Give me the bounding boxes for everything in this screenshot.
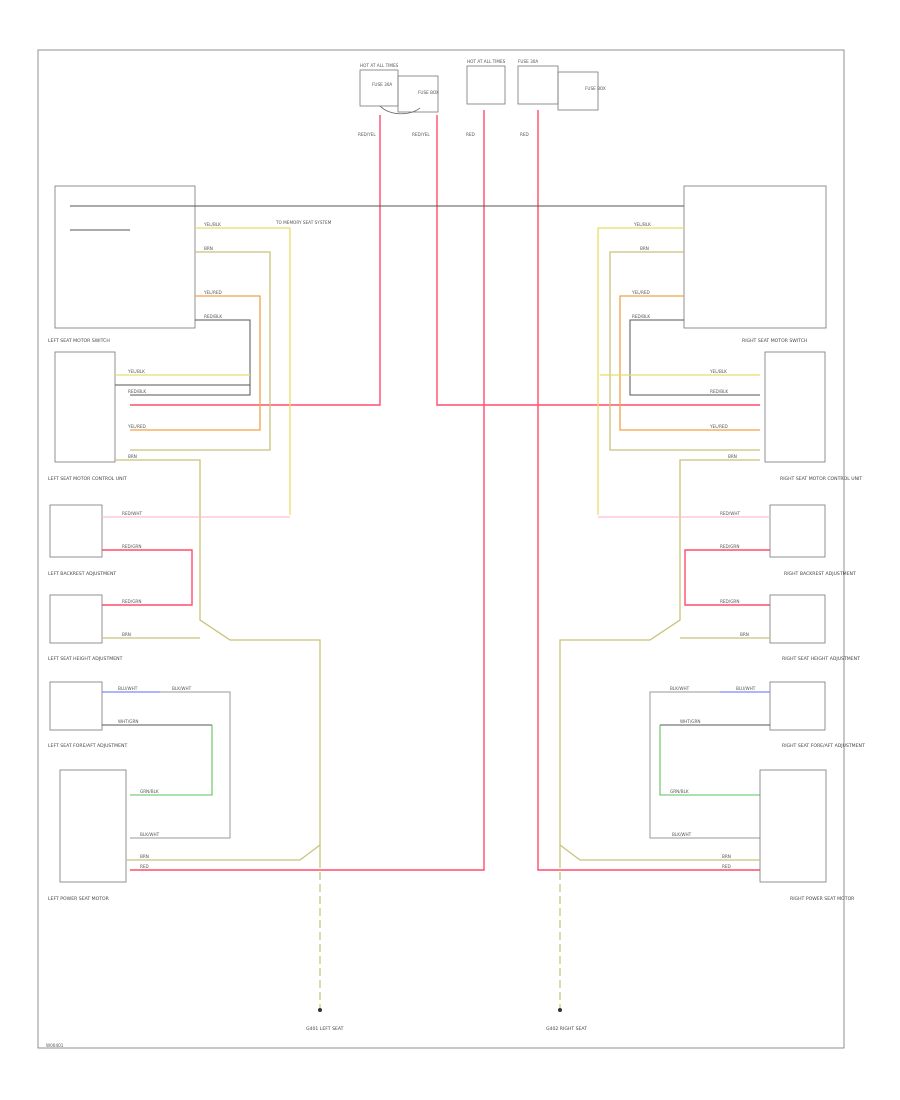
svg-text:RIGHT SEAT FORE/AFT ADJUSTMENT: RIGHT SEAT FORE/AFT ADJUSTMENT bbox=[782, 743, 865, 749]
svg-text:TO MEMORY SEAT SYSTEM: TO MEMORY SEAT SYSTEM bbox=[275, 220, 332, 225]
svg-text:YEL/RED: YEL/RED bbox=[127, 424, 146, 429]
svg-text:LEFT SEAT HEIGHT ADJUSTMENT: LEFT SEAT HEIGHT ADJUSTMENT bbox=[48, 656, 123, 662]
svg-text:RIGHT SEAT MOTOR CONTROL UNIT: RIGHT SEAT MOTOR CONTROL UNIT bbox=[780, 476, 862, 482]
svg-text:FUSE 30A: FUSE 30A bbox=[372, 82, 392, 87]
svg-text:G401 LEFT SEAT: G401 LEFT SEAT bbox=[306, 1026, 344, 1032]
svg-text:GRN/BLK: GRN/BLK bbox=[670, 789, 689, 794]
svg-text:RED: RED bbox=[722, 864, 731, 869]
svg-text:BRN: BRN bbox=[728, 454, 737, 459]
svg-text:LEFT BACKREST ADJUSTMENT: LEFT BACKREST ADJUSTMENT bbox=[48, 571, 116, 577]
svg-text:YEL/BLK: YEL/BLK bbox=[633, 222, 651, 227]
svg-text:BRN: BRN bbox=[740, 632, 749, 637]
svg-text:YEL/RED: YEL/RED bbox=[203, 290, 222, 295]
svg-text:RED/GRN: RED/GRN bbox=[122, 599, 141, 604]
left-control-unit: LEFT SEAT MOTOR CONTROL UNIT YEL/BLK RED… bbox=[48, 351, 321, 860]
right-foreaft-motor: RIGHT SEAT FORE/AFT ADJUSTMENT BLU/WHT B… bbox=[649, 681, 865, 839]
svg-text:GRN/BLK: GRN/BLK bbox=[140, 789, 159, 794]
svg-text:LEFT POWER SEAT MOTOR: LEFT POWER SEAT MOTOR bbox=[48, 896, 110, 902]
right-height-motor: RIGHT SEAT HEIGHT ADJUSTMENT RED/GRN BRN bbox=[680, 594, 860, 662]
right-power-seat-motor: RIGHT POWER SEAT MOTOR GRN/BLK BLK/WHT B… bbox=[559, 769, 855, 902]
svg-text:BLK/WHT: BLK/WHT bbox=[670, 686, 690, 691]
svg-text:RED/BLK: RED/BLK bbox=[204, 314, 222, 319]
svg-text:RED/BLK: RED/BLK bbox=[632, 314, 650, 319]
svg-text:BLK/WHT: BLK/WHT bbox=[672, 832, 692, 837]
svg-text:BRN: BRN bbox=[140, 854, 149, 859]
svg-text:HOT AT ALL TIMES: HOT AT ALL TIMES bbox=[360, 63, 399, 68]
svg-text:YEL/RED: YEL/RED bbox=[631, 290, 650, 295]
right-control-unit: RIGHT SEAT MOTOR CONTROL UNIT YEL/BLK RE… bbox=[559, 351, 862, 860]
fuse-block-right: HOT AT ALL TIMES FUSE 30A FUSE BOX bbox=[466, 59, 606, 111]
svg-text:YEL/RED: YEL/RED bbox=[709, 424, 728, 429]
page-code: W00401 bbox=[46, 1043, 64, 1048]
svg-text:RED/BLK: RED/BLK bbox=[710, 389, 728, 394]
svg-text:BLU/WHT: BLU/WHT bbox=[118, 686, 138, 691]
svg-text:FUSE 30A: FUSE 30A bbox=[518, 59, 538, 64]
left-seat-switch: LEFT SEAT MOTOR SWITCH TO MEMORY SEAT SY… bbox=[48, 185, 684, 515]
svg-text:RED/GRN: RED/GRN bbox=[720, 544, 739, 549]
fuse-block-left: HOT AT ALL TIMES FUSE 30A FUSE BOX bbox=[359, 63, 439, 115]
power-feeds: RED/YEL RED/YEL RED RED bbox=[130, 110, 760, 871]
svg-text:RED: RED bbox=[140, 864, 149, 869]
svg-text:BRN: BRN bbox=[128, 454, 137, 459]
left-ground: G401 LEFT SEAT bbox=[306, 860, 344, 1032]
svg-text:G402 RIGHT SEAT: G402 RIGHT SEAT bbox=[546, 1026, 587, 1032]
svg-text:BRN: BRN bbox=[640, 246, 649, 251]
svg-text:LEFT SEAT MOTOR CONTROL UNIT: LEFT SEAT MOTOR CONTROL UNIT bbox=[48, 476, 127, 482]
svg-text:BLU/WHT: BLU/WHT bbox=[736, 686, 756, 691]
svg-text:FUSE BOX: FUSE BOX bbox=[585, 86, 606, 91]
svg-text:WHT/GRN: WHT/GRN bbox=[680, 719, 701, 724]
svg-text:RED/YEL: RED/YEL bbox=[412, 132, 430, 137]
left-backrest-motor: LEFT BACKREST ADJUSTMENT RED/WHT RED/GRN bbox=[48, 504, 290, 606]
svg-text:BLK/WHT: BLK/WHT bbox=[140, 832, 160, 837]
svg-text:RED/BLK: RED/BLK bbox=[128, 389, 146, 394]
svg-text:YEL/BLK: YEL/BLK bbox=[127, 369, 145, 374]
svg-text:YEL/BLK: YEL/BLK bbox=[709, 369, 727, 374]
svg-text:RIGHT SEAT MOTOR SWITCH: RIGHT SEAT MOTOR SWITCH bbox=[742, 338, 807, 344]
svg-text:BRN: BRN bbox=[722, 854, 731, 859]
svg-text:RIGHT POWER SEAT MOTOR: RIGHT POWER SEAT MOTOR bbox=[790, 896, 855, 902]
left-foreaft-motor: LEFT SEAT FORE/AFT ADJUSTMENT BLU/WHT BL… bbox=[48, 681, 231, 839]
svg-text:RED/WHT: RED/WHT bbox=[720, 511, 740, 516]
svg-text:BLK/WHT: BLK/WHT bbox=[172, 686, 192, 691]
svg-text:RIGHT BACKREST ADJUSTMENT: RIGHT BACKREST ADJUSTMENT bbox=[784, 571, 856, 577]
right-ground: G402 RIGHT SEAT bbox=[546, 860, 587, 1032]
right-seat-switch: RIGHT SEAT MOTOR SWITCH YEL/BLK BRN YEL/… bbox=[597, 185, 827, 515]
svg-text:YEL/BLK: YEL/BLK bbox=[203, 222, 221, 227]
page-frame bbox=[37, 49, 845, 1049]
svg-text:LEFT SEAT FORE/AFT ADJUSTMENT: LEFT SEAT FORE/AFT ADJUSTMENT bbox=[48, 743, 127, 749]
svg-text:RIGHT SEAT HEIGHT ADJUSTMENT: RIGHT SEAT HEIGHT ADJUSTMENT bbox=[782, 656, 860, 662]
svg-text:BRN: BRN bbox=[122, 632, 131, 637]
left-power-seat-motor: LEFT POWER SEAT MOTOR GRN/BLK BLK/WHT BR… bbox=[48, 769, 321, 902]
svg-text:RED: RED bbox=[466, 132, 475, 137]
svg-text:RED/GRN: RED/GRN bbox=[122, 544, 141, 549]
svg-text:RED/WHT: RED/WHT bbox=[122, 511, 142, 516]
right-backrest-motor: RIGHT BACKREST ADJUSTMENT RED/WHT RED/GR… bbox=[598, 504, 856, 606]
svg-text:BRN: BRN bbox=[204, 246, 213, 251]
svg-text:HOT AT ALL TIMES: HOT AT ALL TIMES bbox=[467, 59, 506, 64]
svg-text:RED/YEL: RED/YEL bbox=[358, 132, 376, 137]
svg-text:FUSE BOX: FUSE BOX bbox=[418, 90, 439, 95]
svg-text:RED: RED bbox=[520, 132, 529, 137]
svg-text:RED/GRN: RED/GRN bbox=[720, 599, 739, 604]
svg-text:WHT/GRN: WHT/GRN bbox=[118, 719, 139, 724]
svg-text:LEFT SEAT MOTOR SWITCH: LEFT SEAT MOTOR SWITCH bbox=[48, 338, 110, 344]
left-height-motor: LEFT SEAT HEIGHT ADJUSTMENT RED/GRN BRN bbox=[48, 594, 200, 662]
